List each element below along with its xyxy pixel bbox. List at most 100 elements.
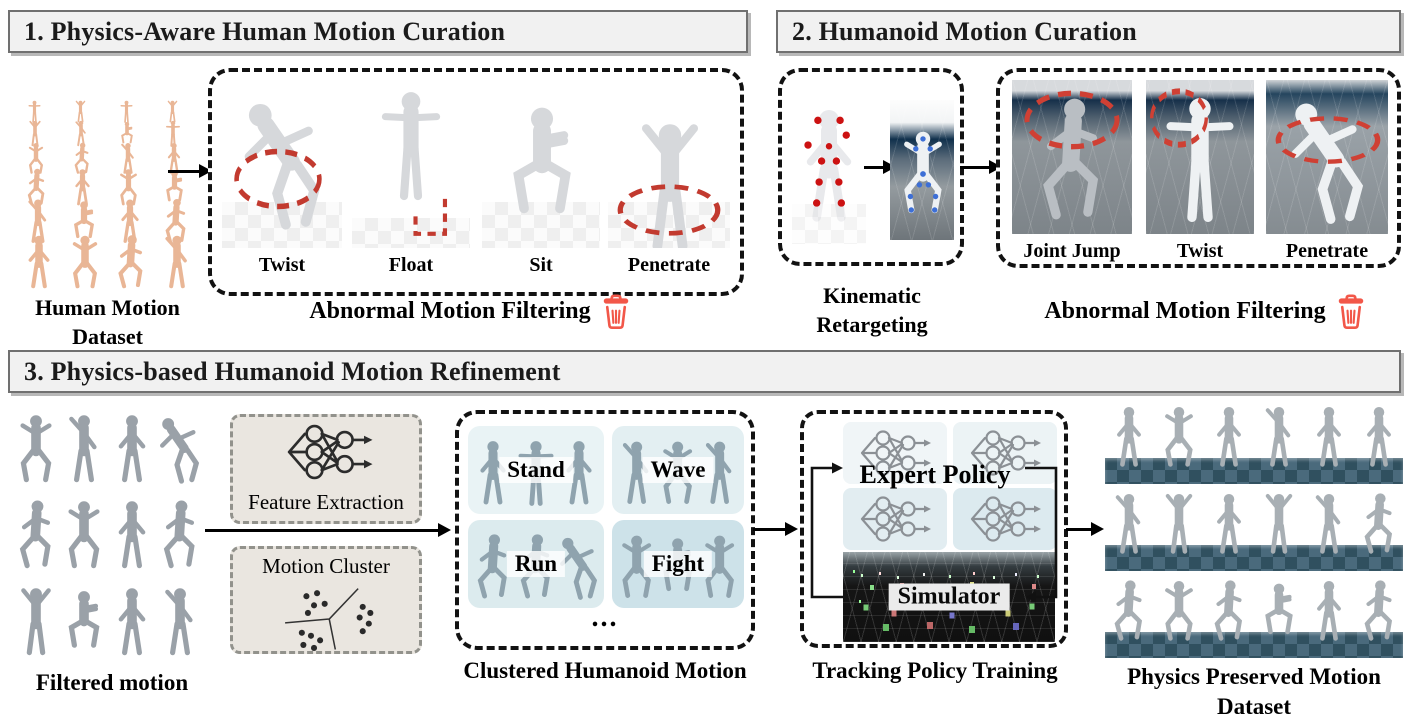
checker-floor bbox=[792, 204, 866, 244]
humanoid-figure bbox=[120, 120, 134, 145]
humanoid-robot-figure bbox=[157, 413, 203, 487]
cluster-label-stand: Stand bbox=[499, 457, 573, 483]
caption-text: Abnormal Motion Filtering bbox=[1044, 298, 1326, 324]
humanoid-figure bbox=[28, 120, 42, 148]
cluster-tile-fight: Fight bbox=[612, 520, 744, 608]
sit-pose-tile bbox=[482, 84, 600, 248]
arrow-right-icon bbox=[864, 160, 896, 174]
motion-cluster-label: Motion Cluster bbox=[262, 554, 390, 578]
cluster-label-wave: Wave bbox=[642, 457, 714, 483]
caption-text: Abnormal Motion Filtering bbox=[309, 298, 591, 324]
smpl-human-figure bbox=[792, 92, 866, 244]
output-motion-row bbox=[1105, 489, 1403, 571]
checker-floor bbox=[482, 202, 600, 248]
checker-floor-blue bbox=[1105, 632, 1403, 658]
cluster-label-run: Run bbox=[506, 551, 566, 577]
arrow-right-icon bbox=[753, 522, 798, 536]
filter-label-penetrate: Penetrate bbox=[627, 254, 711, 276]
output-motion-row bbox=[1105, 576, 1403, 658]
filter-label-joint-jump: Joint Jump bbox=[1023, 240, 1121, 262]
motion-stack-column bbox=[156, 76, 198, 292]
robot-row bbox=[1105, 492, 1403, 558]
humanoid-robot-figure bbox=[61, 586, 107, 660]
expert-policy-label: Expert Policy bbox=[859, 460, 1011, 489]
dataset-label: Human Motion Dataset bbox=[35, 295, 180, 349]
section3-title: 3. Physics-based Humanoid Motion Refinem… bbox=[24, 356, 561, 386]
filter-label-penetrate-2: Penetrate bbox=[1285, 240, 1369, 262]
human-motion-dataset-figure bbox=[18, 76, 198, 292]
tracking-policy-label: Tracking Policy Training bbox=[812, 658, 1058, 683]
expert-policy-tile bbox=[843, 488, 947, 550]
arrow-right-icon bbox=[960, 160, 1002, 174]
humanoid-robot-figure bbox=[1208, 405, 1250, 471]
robot-row bbox=[1105, 579, 1403, 645]
red-dashed-ellipse-icon bbox=[1024, 90, 1120, 150]
section1-header: 1. Physics-Aware Human Motion Curation bbox=[8, 10, 748, 53]
penetrate-robot-tile bbox=[1266, 80, 1388, 234]
float-pose-tile bbox=[352, 84, 470, 248]
motion-stack-column bbox=[64, 76, 106, 292]
abnormal-filtering-caption-1: Abnormal Motion Filtering bbox=[280, 294, 660, 329]
humanoid-robot-figure bbox=[109, 499, 155, 573]
section2-title: 2. Humanoid Motion Curation bbox=[792, 16, 1137, 46]
section2-header: 2. Humanoid Motion Curation bbox=[776, 10, 1401, 53]
filter-label-sit: Sit bbox=[529, 254, 553, 276]
trash-icon bbox=[1337, 294, 1365, 329]
humanoid-robot-figure bbox=[109, 413, 155, 487]
humanoid-robot-figure bbox=[1208, 492, 1250, 558]
humanoid-robot-figure bbox=[1158, 405, 1200, 471]
humanoid-robot-figure bbox=[157, 499, 203, 573]
humanoid-robot-figure bbox=[109, 586, 155, 660]
output-dataset-label: Physics Preserved Motion Dataset bbox=[1127, 664, 1381, 719]
humanoid-robot-figure bbox=[1308, 405, 1350, 471]
checker-floor-blue bbox=[1105, 458, 1403, 484]
humanoid-robot-figure bbox=[1258, 405, 1300, 471]
twist-pose-tile bbox=[222, 84, 342, 248]
checker-floor bbox=[352, 218, 470, 248]
humanoid-robot-figure bbox=[1258, 579, 1300, 645]
motion-stack-column bbox=[110, 76, 152, 292]
arrow-right-icon bbox=[205, 523, 451, 537]
training-cycle-arrows bbox=[810, 462, 1058, 603]
arrow-right-icon bbox=[1066, 522, 1104, 536]
retargeted-robot-tile bbox=[890, 100, 954, 240]
expert-policy-tile bbox=[843, 422, 947, 484]
red-dashed-ellipse-icon bbox=[1150, 88, 1208, 148]
humanoid-robot-figure bbox=[157, 586, 203, 660]
simulator-image: Simulator bbox=[843, 552, 1055, 642]
humanoid-robot-figure bbox=[61, 499, 107, 573]
humanoid-figure bbox=[74, 120, 87, 148]
joint-jump-tile bbox=[1012, 80, 1132, 234]
humanoid-figure bbox=[376, 88, 446, 206]
kinematic-retargeting-label: Kinematic Retargeting bbox=[816, 283, 928, 337]
expert-policy-tile bbox=[953, 422, 1057, 484]
abnormal-filtering-caption-2: Abnormal Motion Filtering bbox=[1010, 294, 1400, 329]
red-dashed-ellipse-icon bbox=[617, 184, 721, 236]
blue-joint-markers bbox=[907, 136, 939, 213]
trash-icon bbox=[602, 294, 630, 329]
filter-label-float: Float bbox=[388, 254, 434, 276]
cluster-label-fight: Fight bbox=[643, 551, 713, 577]
red-dashed-ellipse-icon bbox=[234, 148, 322, 210]
feature-extraction-label: Feature Extraction bbox=[248, 490, 404, 514]
humanoid-robot-figure bbox=[1358, 405, 1400, 471]
simulated-crowd bbox=[859, 600, 861, 603]
twist-robot-tile bbox=[1146, 80, 1254, 234]
humanoid-robot-figure bbox=[13, 499, 59, 573]
robot-row bbox=[1105, 405, 1403, 471]
scatter-cluster-icon bbox=[284, 587, 375, 651]
humanoid-figure bbox=[166, 100, 179, 124]
expert-policy-tile bbox=[953, 488, 1057, 550]
feature-extraction-box: Feature Extraction bbox=[230, 414, 422, 524]
simulated-crowd bbox=[853, 570, 855, 573]
humanoid-figure bbox=[500, 98, 584, 236]
cluster-tile-stand: Stand bbox=[468, 426, 604, 514]
humanoid-robot-figure bbox=[1158, 492, 1200, 558]
output-motion-row bbox=[1105, 402, 1403, 484]
humanoid-robot-figure bbox=[1108, 579, 1150, 645]
cluster-tile-run: Run bbox=[468, 520, 604, 608]
section1-title: 1. Physics-Aware Human Motion Curation bbox=[24, 16, 506, 46]
humanoid-robot-figure bbox=[13, 586, 59, 660]
filtered-motion-grid bbox=[12, 408, 204, 660]
